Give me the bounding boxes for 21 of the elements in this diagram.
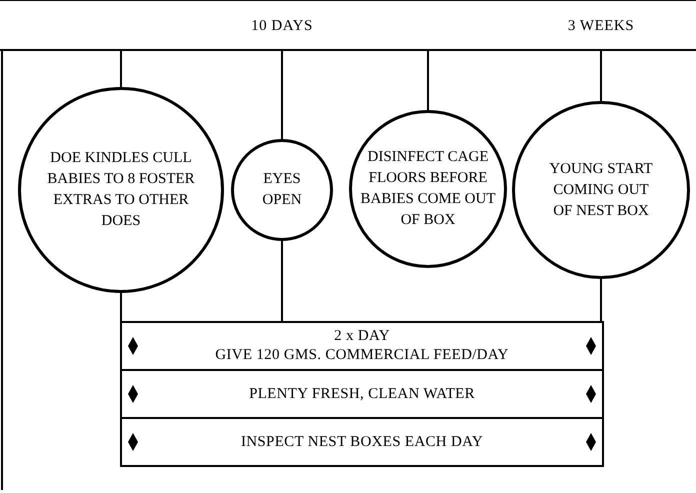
task-text: INSPECT NEST BOXES EACH DAY <box>240 432 484 452</box>
time-label: 3 WEEKS <box>568 18 634 35</box>
event-text: EYES OPEN <box>261 170 303 210</box>
task-bar <box>120 417 604 467</box>
event-text: DISINFECT CAGE FLOORS BEFORE BABIES COME OUT OF BOX <box>359 148 496 230</box>
connector-line <box>120 293 122 321</box>
task-bar <box>120 369 604 419</box>
task-text: PLENTY FRESH, CLEAN WATER <box>249 384 475 404</box>
connector-line <box>600 279 602 321</box>
event-text: YOUNG START COMING OUT OF NEST BOX <box>548 160 654 220</box>
task-bar <box>120 321 604 371</box>
task-text: 2 x DAY <box>334 327 390 346</box>
event-text: DOE KINDLES CULL BABIES TO 8 FOSTER EXTRAS TO OTHER DOES <box>46 149 196 231</box>
connector-line <box>427 51 429 110</box>
connector-line <box>281 51 283 139</box>
time-label: 10 DAYS <box>251 18 313 35</box>
connector-line <box>120 51 122 87</box>
timeline-band <box>0 0 696 51</box>
connector-line <box>281 241 283 321</box>
connector-line <box>600 51 602 101</box>
task-text: GIVE 120 GMS. COMMERCIAL FEED/DAY <box>215 346 509 365</box>
